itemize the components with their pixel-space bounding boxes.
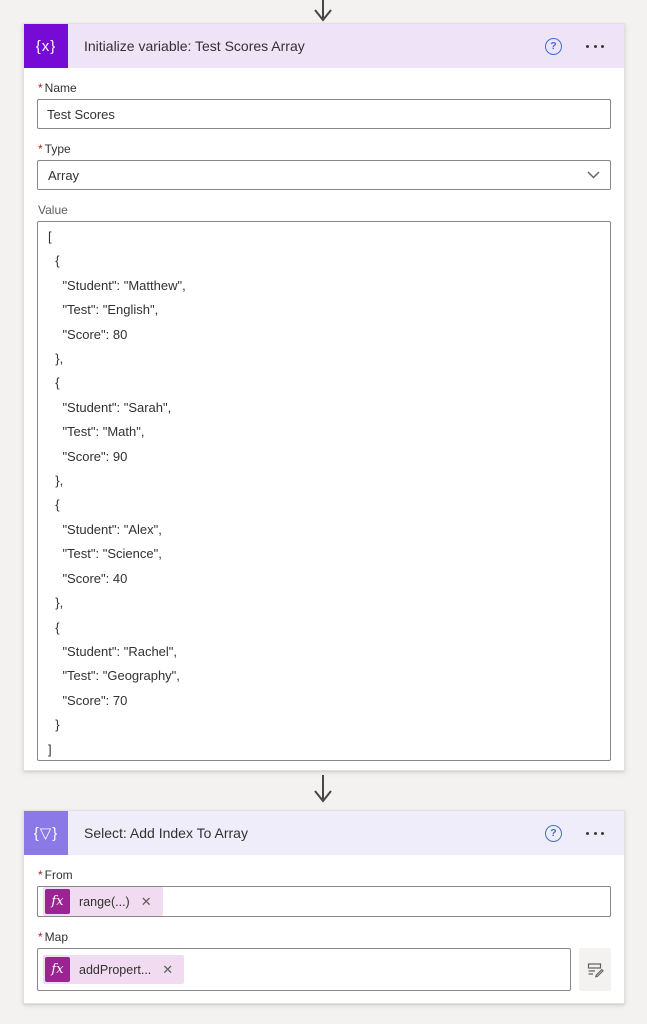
expression-token[interactable]: fx addPropert... ✕	[43, 955, 185, 984]
ellipsis-menu-icon[interactable]	[584, 41, 606, 52]
value-textarea[interactable]: [ { "Student": "Matthew", "Test": "Engli…	[37, 221, 611, 761]
flow-connector-arrow	[314, 775, 332, 803]
card-title: Select: Add Index To Array	[84, 825, 248, 841]
value-field-label: Value	[38, 203, 68, 217]
chevron-down-icon	[587, 171, 600, 179]
type-select[interactable]: Array	[37, 160, 611, 190]
remove-token-icon[interactable]: ✕	[162, 961, 174, 977]
flow-connector-arrow	[314, 0, 332, 22]
expression-token[interactable]: fx range(...) ✕	[43, 887, 163, 916]
card-header[interactable]: {▽} Select: Add Index To Array ?	[24, 811, 624, 855]
ellipsis-menu-icon[interactable]	[584, 828, 606, 839]
card-header[interactable]: {x} Initialize variable: Test Scores Arr…	[24, 24, 624, 68]
type-select-value: Array	[48, 167, 80, 183]
remove-token-icon[interactable]: ✕	[140, 893, 152, 909]
name-field-label: *Name	[38, 81, 77, 95]
help-icon[interactable]: ?	[545, 37, 562, 55]
initialize-variable-icon: {x}	[24, 24, 68, 68]
name-input[interactable]	[37, 99, 611, 129]
required-marker: *	[38, 81, 43, 95]
text-mode-icon	[587, 963, 604, 978]
required-marker: *	[38, 868, 43, 882]
expression-token-label: range(...)	[79, 894, 130, 909]
map-field-label: *Map	[38, 930, 69, 944]
type-field-label: *Type	[38, 142, 71, 156]
select-data-operation-icon: {▽}	[24, 811, 68, 855]
required-marker: *	[38, 142, 43, 156]
card-title: Initialize variable: Test Scores Array	[84, 38, 305, 54]
switch-to-text-mode-button[interactable]	[579, 948, 611, 991]
expression-token-label: addPropert...	[79, 962, 152, 977]
help-icon[interactable]: ?	[545, 824, 562, 842]
action-card-initialize-variable: {x} Initialize variable: Test Scores Arr…	[23, 23, 625, 771]
from-field-label: *From	[38, 868, 73, 882]
from-input[interactable]: fx range(...) ✕	[37, 886, 611, 917]
required-marker: *	[38, 930, 43, 944]
fx-expression-icon: fx	[45, 889, 70, 914]
fx-expression-icon: fx	[45, 957, 70, 982]
action-card-select: {▽} Select: Add Index To Array ? *From f…	[23, 810, 625, 1004]
map-input[interactable]: fx addPropert... ✕	[37, 948, 571, 991]
